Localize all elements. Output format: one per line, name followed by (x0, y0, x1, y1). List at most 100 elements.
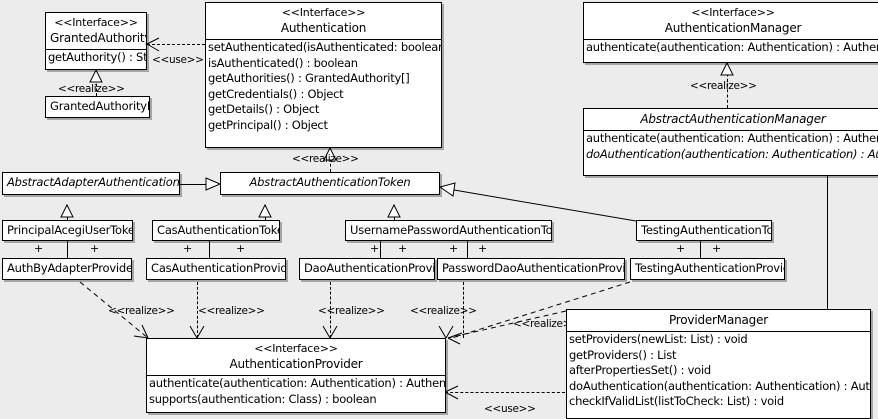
connector-providermanager-use-authprovider (445, 392, 565, 393)
class-box-username-password-authentication-token[interactable]: UsernamePasswordAuthenticationToken (345, 220, 552, 241)
connector-casprovider-realize (197, 282, 198, 338)
multiplicity-marker: + (449, 242, 459, 255)
class-header: TestingAuthenticationToken (637, 221, 771, 240)
class-box-granted-authority[interactable]: <<Interface>> GrantedAuthority getAuthor… (45, 12, 147, 70)
method-item: getAuthority() : String (48, 50, 147, 64)
class-name: DaoAuthenticationProvider (304, 261, 435, 275)
class-name: CasAuthenticationProvider (151, 261, 286, 275)
method-item: getPrincipal() : Object (208, 117, 328, 132)
class-methods: getAuthority() : String (46, 50, 146, 66)
multiplicity-marker: + (183, 242, 193, 255)
class-box-testing-authentication-token[interactable]: TestingAuthenticationToken (636, 220, 772, 241)
method-item: setProviders(newList: List) : void (569, 332, 748, 346)
class-name: AbstractAuthenticationManager (640, 112, 826, 126)
class-name: AuthenticationProvider (229, 357, 363, 371)
multiplicity-marker: + (370, 242, 380, 255)
connector-userpass-dao-provider (380, 241, 381, 258)
class-name: GrantedAuthority (50, 31, 147, 45)
stereotype-label: <<Interface>> (254, 342, 338, 355)
multiplicity-marker: + (34, 242, 44, 255)
class-name: AbstractAdapterAuthenticationToken (7, 175, 180, 189)
connector-grantedauthorityimpl-realize (96, 70, 97, 96)
class-methods: setAuthenticated(isAuthenticated: boolea… (206, 40, 441, 133)
relationship-label-realize: <<realize>> (108, 305, 175, 317)
relationship-label-use: <<use>> (152, 54, 204, 66)
class-box-principal-acegi-user-token[interactable]: PrincipalAcegiUserToken (2, 220, 133, 241)
section-divider (46, 49, 146, 50)
class-box-abstract-authentication-token[interactable]: AbstractAuthenticationToken (220, 172, 440, 195)
method-item: authenticate(authentication: Authenticat… (586, 40, 878, 54)
class-header: AbstractAuthenticationToken (221, 173, 439, 192)
relationship-label-realize: <<realize>> (198, 305, 265, 317)
class-header: PasswordDaoAuthenticationProvider (438, 259, 624, 278)
method-item: doAuthentication(authentication: Authent… (586, 146, 878, 161)
connector-authentication-use-grantedauthority (147, 44, 205, 45)
class-box-cas-authentication-token[interactable]: CasAuthenticationToken (152, 220, 280, 241)
class-box-password-dao-authentication-provider[interactable]: PasswordDaoAuthenticationProvider (437, 258, 625, 280)
class-box-provider-manager[interactable]: ProviderManager setProviders(newList: Li… (566, 309, 871, 419)
class-name: ProviderManager (668, 313, 768, 327)
class-box-abstract-adapter-authentication-token[interactable]: AbstractAdapterAuthenticationToken (2, 172, 180, 195)
class-header: CasAuthenticationProvider (147, 259, 285, 278)
method-item: isAuthenticated() : boolean (208, 55, 358, 70)
class-header: TestingAuthenticationProvider (631, 259, 784, 278)
connector-daoprovider-realize (330, 282, 331, 338)
method-item: supports(authentication: Class) : boolea… (149, 391, 377, 406)
class-box-dao-authentication-provider[interactable]: DaoAuthenticationProvider (299, 258, 435, 280)
class-box-auth-by-adapter-provider[interactable]: AuthByAdapterProvider (2, 258, 132, 280)
connector-principalacegi-provider (67, 241, 68, 258)
relationship-label-realize: <<realize>> (410, 305, 477, 317)
multiplicity-marker: + (478, 242, 488, 255)
class-box-authentication[interactable]: <<Interface>> Authentication setAuthenti… (205, 2, 442, 148)
class-header: <<Interface>> AuthenticationManager (584, 3, 878, 39)
class-header: AbstractAuthenticationManager (584, 109, 878, 130)
class-name: TestingAuthenticationProvider (635, 261, 785, 275)
class-header: AuthByAdapterProvider (3, 259, 131, 278)
relationship-label-use: <<use>> (484, 403, 536, 415)
method-item: authenticate(authentication: Authenticat… (586, 131, 878, 145)
class-name: UsernamePasswordAuthenticationToken (350, 223, 552, 237)
class-box-testing-authentication-provider[interactable]: TestingAuthenticationProvider (630, 258, 785, 280)
class-box-cas-authentication-provider[interactable]: CasAuthenticationProvider (146, 258, 286, 280)
connector-providermanager-generalize-manager (827, 176, 828, 309)
class-header: GrantedAuthorityImpl (46, 97, 149, 116)
method-item: setAuthenticated(isAuthenticated: boolea… (208, 40, 441, 54)
relationship-label-realize: <<realize>> (318, 305, 385, 317)
class-header: PrincipalAcegiUserToken (3, 221, 132, 240)
method-item: checkIfValidList(listToCheck: List) : vo… (569, 394, 784, 408)
class-methods: setProviders(newList: List) : void getPr… (567, 332, 870, 410)
class-name: AuthenticationManager (664, 21, 802, 35)
class-name: Authentication (280, 21, 367, 35)
class-name: PasswordDaoAuthenticationProvider (442, 261, 625, 275)
class-header: ProviderManager (567, 310, 870, 331)
section-divider (147, 375, 445, 376)
section-divider (584, 39, 878, 40)
class-header: <<Interface>> Authentication (206, 3, 441, 39)
class-header: CasAuthenticationToken (153, 221, 279, 240)
class-box-granted-authority-impl[interactable]: GrantedAuthorityImpl (45, 96, 150, 118)
method-item: getCredentials() : Object (208, 86, 344, 101)
method-item: afterPropertiesSet() : void (569, 363, 711, 377)
stereotype-label: <<Interface>> (281, 6, 366, 19)
class-header: AbstractAdapterAuthenticationToken (3, 173, 179, 192)
class-box-authentication-manager[interactable]: <<Interface>> AuthenticationManager auth… (583, 2, 878, 63)
stereotype-label: <<Interface>> (691, 6, 775, 19)
multiplicity-marker: + (398, 242, 408, 255)
class-box-abstract-authentication-manager[interactable]: AbstractAuthenticationManager authentica… (583, 108, 878, 176)
class-methods: authenticate(authentication: Authenticat… (584, 40, 878, 56)
method-item: getProviders() : List (569, 347, 677, 362)
method-item: authenticate(authentication: Authenticat… (149, 376, 446, 390)
class-methods: authenticate(authentication: Authenticat… (147, 376, 445, 407)
connector-castoken-provider (209, 241, 210, 258)
class-name: PrincipalAcegiUserToken (7, 223, 133, 237)
method-item: doAuthentication(authentication: Authent… (569, 378, 870, 393)
multiplicity-marker: + (236, 242, 246, 255)
section-divider (567, 331, 870, 332)
class-box-authentication-provider[interactable]: <<Interface>> AuthenticationProvider aut… (146, 338, 446, 413)
class-header: <<Interface>> GrantedAuthority (46, 13, 146, 49)
class-header: UsernamePasswordAuthenticationToken (346, 221, 551, 240)
stereotype-label: <<Interface>> (54, 16, 138, 29)
section-divider (584, 130, 878, 131)
connector-castoken-generalize (265, 205, 266, 220)
